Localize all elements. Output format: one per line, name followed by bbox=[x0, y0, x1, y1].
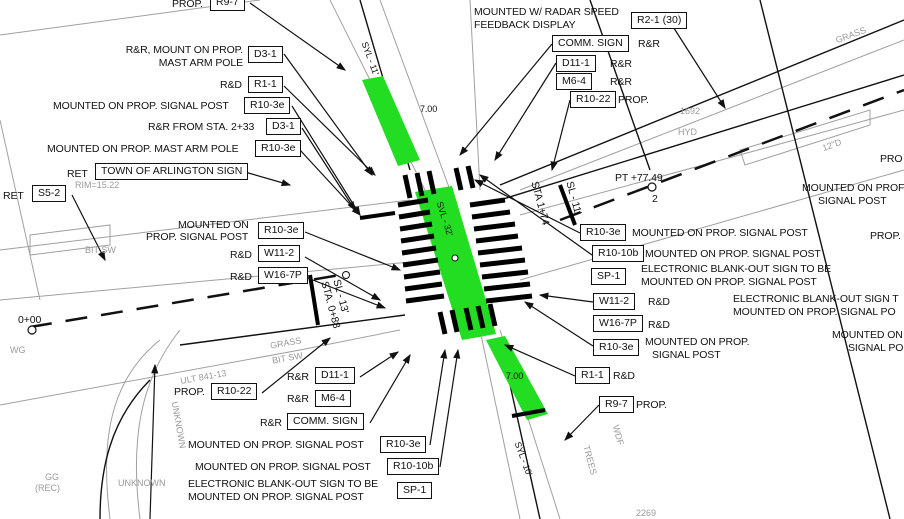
note: R&R bbox=[287, 393, 309, 405]
cad-label: UNKNOWN bbox=[118, 478, 166, 488]
sign-code-box: R10-3e bbox=[380, 436, 427, 453]
cad-label: (REC) bbox=[35, 483, 60, 493]
note: R&R bbox=[638, 38, 660, 50]
note: MOUNTED ON PROP. SIGNAL PO bbox=[733, 306, 896, 318]
cad-label: RIM=15.22 bbox=[75, 180, 120, 190]
sign-code-box: R9-7 bbox=[599, 396, 634, 413]
sign-code-box: R10-3e bbox=[244, 97, 291, 114]
note: R&D bbox=[230, 271, 252, 283]
sign-code-box: R10-10b bbox=[592, 245, 645, 262]
sign-code-box: R10-22 bbox=[211, 383, 258, 400]
sign-code-box: M6-4 bbox=[556, 73, 592, 90]
note: MOUNTED W/ RADAR SPEED bbox=[474, 6, 619, 18]
sign-code-box: R1-1 bbox=[575, 367, 610, 384]
note: MOUNTED ON bbox=[832, 329, 903, 341]
dimension-label: 7.00 bbox=[506, 371, 524, 381]
note: R&D bbox=[230, 249, 252, 261]
station-label: PT +77.49 bbox=[615, 172, 663, 184]
note: MAST ARM POLE bbox=[158, 57, 243, 69]
crosswalk-bars bbox=[397, 165, 533, 335]
note: RET bbox=[67, 168, 88, 180]
sign-code-box: R10-10b bbox=[387, 458, 440, 475]
cad-label: WG bbox=[10, 345, 26, 355]
note: PROP. bbox=[174, 386, 205, 398]
sign-code-box: R10-3e bbox=[255, 140, 302, 157]
sign-code-box: W16-7P bbox=[258, 267, 308, 284]
note: PROP. bbox=[618, 94, 649, 106]
sign-code-box: SP-1 bbox=[591, 268, 627, 285]
note: R&D bbox=[648, 296, 670, 308]
note: R&R bbox=[260, 417, 282, 429]
sign-code-box: SP-1 bbox=[397, 482, 433, 499]
note: ELECTRONIC BLANK-OUT SIGN TO BE bbox=[641, 263, 832, 275]
note: FEEDBACK DISPLAY bbox=[474, 19, 576, 31]
note: R&R bbox=[610, 76, 632, 88]
note: MOUNTED ON PROP. SIGNAL POST bbox=[645, 248, 821, 260]
sign-code-box: R10-3e bbox=[580, 224, 627, 241]
note: SIGNAL PO bbox=[848, 342, 904, 354]
sign-code-box: R2-1 (30) bbox=[631, 12, 688, 29]
note: R&R bbox=[287, 371, 309, 383]
station-label: 0+00 bbox=[18, 314, 42, 326]
sign-code-box: D11-1 bbox=[556, 55, 596, 72]
sign-code-box: D3-1 bbox=[248, 46, 283, 63]
note: MOUNTED ON PROP. SIGNAL POST bbox=[195, 461, 371, 473]
note: RET bbox=[3, 190, 24, 202]
leader-arrows bbox=[71, 2, 726, 519]
note: PROP. SIGNAL POST bbox=[146, 231, 249, 243]
stop-bars bbox=[308, 184, 577, 418]
cad-label: 1692 bbox=[680, 106, 701, 116]
sign-code-box: TOWN OF ARLINGTON SIGN bbox=[95, 163, 249, 180]
sign-code-box: R10-3e bbox=[258, 222, 305, 239]
note: PROP. bbox=[172, 0, 203, 10]
sign-code-box: M6-4 bbox=[315, 390, 351, 407]
sign-code-box: R10-3e bbox=[593, 339, 640, 356]
note: MOUNTED ON PROP. SIGNAL POST bbox=[641, 276, 817, 288]
note: PROP. bbox=[636, 399, 667, 411]
sign-code-box: COMM. SIGN bbox=[552, 35, 629, 52]
dimension-label: 7.00 bbox=[420, 104, 438, 114]
note: PRO bbox=[880, 153, 903, 165]
note: MOUNTED ON PROP. MAST ARM POLE bbox=[47, 143, 239, 155]
green-bike-lanes bbox=[362, 76, 548, 420]
note: R&R FROM STA. 2+33 bbox=[148, 121, 255, 133]
note: MOUNTED ON PROF bbox=[802, 182, 904, 194]
sign-code-box: COMM. SIGN bbox=[287, 413, 364, 430]
sign-code-box: W16-7P bbox=[593, 315, 643, 332]
cad-label: BIT SW bbox=[85, 245, 116, 255]
note: MOUNTED ON bbox=[178, 219, 249, 231]
note: MOUNTED ON PROP. SIGNAL POST bbox=[188, 439, 364, 451]
note: R&D bbox=[648, 319, 670, 331]
note: R&D bbox=[220, 79, 242, 91]
station-number: 2 bbox=[652, 193, 658, 205]
note: SIGNAL POST bbox=[652, 349, 721, 361]
note: R&R bbox=[610, 58, 632, 70]
sign-code-box: W11-2 bbox=[593, 293, 636, 310]
note: MOUNTED ON PROP. bbox=[645, 336, 750, 348]
note: MOUNTED ON PROP. SIGNAL POST bbox=[188, 491, 364, 503]
note: SIGNAL POST bbox=[818, 195, 887, 207]
note: MOUNTED ON PROP. SIGNAL POST bbox=[53, 100, 229, 112]
sign-code-box: D3-1 bbox=[266, 118, 301, 135]
sign-code-box: R9-7 bbox=[210, 0, 245, 11]
cad-label: HYD bbox=[678, 127, 698, 137]
note: ELECTRONIC BLANK-OUT SIGN T bbox=[733, 293, 899, 305]
sign-code-box: R1-1 bbox=[248, 76, 283, 93]
sign-code-box: R10-22 bbox=[570, 91, 617, 108]
sign-code-box: W11-2 bbox=[258, 245, 301, 262]
cad-label: GG bbox=[45, 472, 60, 482]
note: R&D bbox=[613, 370, 635, 382]
cad-label: 2269 bbox=[636, 508, 657, 518]
note: MOUNTED ON PROP. SIGNAL POST bbox=[632, 227, 808, 239]
note: PROP. bbox=[870, 230, 901, 242]
sign-code-box: D11-1 bbox=[315, 367, 355, 384]
note: R&R, MOUNT ON PROP. bbox=[125, 44, 243, 56]
sign-code-box: S5-2 bbox=[32, 185, 67, 202]
note: ELECTRONIC BLANK-OUT SIGN TO BE bbox=[188, 478, 379, 490]
